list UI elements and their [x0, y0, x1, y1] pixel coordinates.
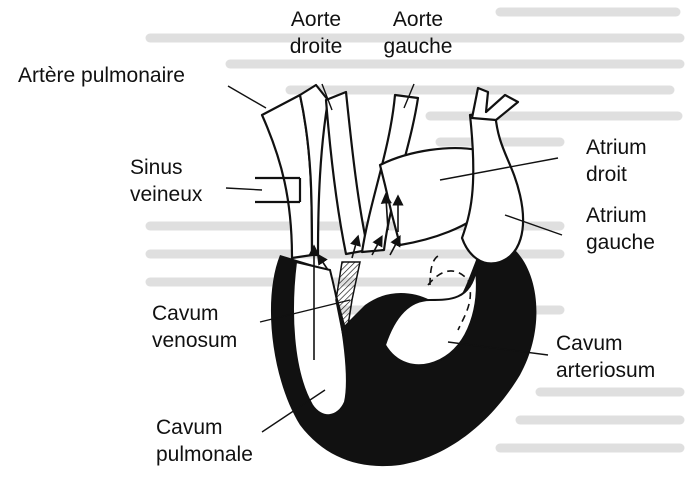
label-aorte-droite-line1: Aorte — [283, 6, 349, 33]
label-cavum-arteriosum: Cavum arteriosum — [556, 330, 655, 384]
label-sinus-veineux-line1: Sinus — [130, 154, 202, 181]
label-atrium-droit-line1: Atrium — [586, 134, 647, 161]
label-atrium-droit-line2: droit — [586, 161, 647, 188]
label-aorte-gauche: Aorte gauche — [380, 6, 456, 60]
label-sinus-veineux-line2: veineux — [130, 181, 202, 208]
label-cavum-venosum: Cavum venosum — [152, 300, 237, 354]
label-sinus-veineux: Sinus veineux — [130, 154, 202, 208]
label-atrium-gauche-line2: gauche — [586, 229, 655, 256]
label-cavum-pulmonale: Cavum pulmonale — [156, 414, 253, 468]
label-cavum-venosum-line2: venosum — [152, 327, 237, 354]
great-vessels — [262, 85, 523, 263]
label-atrium-droit: Atrium droit — [586, 134, 647, 188]
label-aorte-gauche-line1: Aorte — [380, 6, 456, 33]
label-cavum-pulmonale-line2: pulmonale — [156, 441, 253, 468]
label-cavum-arteriosum-line2: arteriosum — [556, 357, 655, 384]
label-aorte-droite: Aorte droite — [283, 6, 349, 60]
label-cavum-arteriosum-line1: Cavum — [556, 330, 655, 357]
label-aorte-droite-line2: droite — [283, 33, 349, 60]
label-artere-pulmonaire: Artère pulmonaire — [18, 62, 185, 89]
label-atrium-gauche: Atrium gauche — [586, 202, 655, 256]
label-cavum-pulmonale-line1: Cavum — [156, 414, 253, 441]
label-aorte-gauche-line2: gauche — [380, 33, 456, 60]
label-cavum-venosum-line1: Cavum — [152, 300, 237, 327]
label-atrium-gauche-line1: Atrium — [586, 202, 655, 229]
